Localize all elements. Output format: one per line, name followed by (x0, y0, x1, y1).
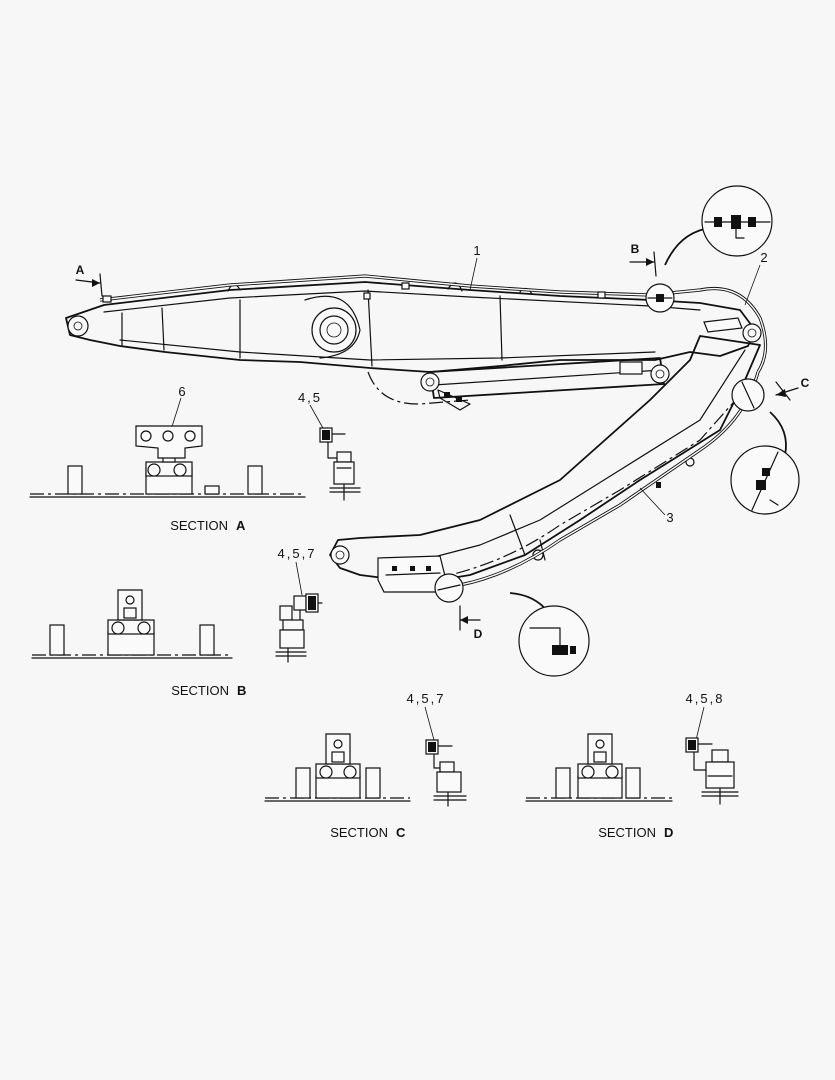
section-c-letter: C (396, 825, 406, 840)
view-marker-b (629, 251, 657, 277)
section-c-clamp-detail (425, 739, 467, 807)
section-a-drawing (29, 425, 306, 498)
section-c-title: SECTION C (330, 825, 406, 840)
callout-4-5-7-c: 4,5,7 (407, 691, 446, 706)
view-marker-d (459, 605, 481, 631)
arm-assembly (329, 335, 761, 593)
section-d-drawing (525, 733, 673, 802)
view-marker-a-label: A (76, 263, 85, 277)
boom-assembly (65, 274, 768, 405)
section-a-letter: A (236, 518, 246, 533)
callout-4-5-7-b: 4,5,7 (278, 546, 317, 561)
view-marker-b-label: B (631, 242, 640, 256)
section-d-letter: D (664, 825, 673, 840)
callout-4-5: 4,5 (298, 390, 322, 405)
section-b-drawing (31, 589, 233, 659)
detail-bubble-d (434, 573, 590, 677)
section-b-title: SECTION B (171, 683, 246, 698)
section-a-word: SECTION (170, 518, 228, 533)
detail-bubble-b (645, 185, 773, 313)
section-a-clamp-detail (319, 427, 361, 501)
section-b-word: SECTION (171, 683, 229, 698)
section-d-title: SECTION D (598, 825, 673, 840)
section-d-word: SECTION (598, 825, 656, 840)
view-marker-c-label: C (801, 376, 810, 390)
arm-cylinder (420, 357, 670, 411)
section-c-word: SECTION (330, 825, 388, 840)
callout-3: 3 (666, 510, 673, 525)
detail-bubble-c (730, 378, 800, 515)
callout-2: 2 (760, 250, 767, 265)
view-marker-a (75, 273, 103, 297)
section-a-title: SECTION A (170, 518, 246, 533)
section-b-letter: B (237, 683, 246, 698)
view-marker-c (775, 381, 799, 401)
section-b-clamp-detail (275, 593, 323, 663)
callout-4-5-8: 4,5,8 (686, 691, 725, 706)
section-d-clamp-detail (685, 737, 739, 805)
section-c-drawing (264, 733, 411, 802)
callout-1: 1 (473, 243, 480, 258)
view-marker-d-label: D (474, 627, 483, 641)
callout-6: 6 (178, 384, 185, 399)
